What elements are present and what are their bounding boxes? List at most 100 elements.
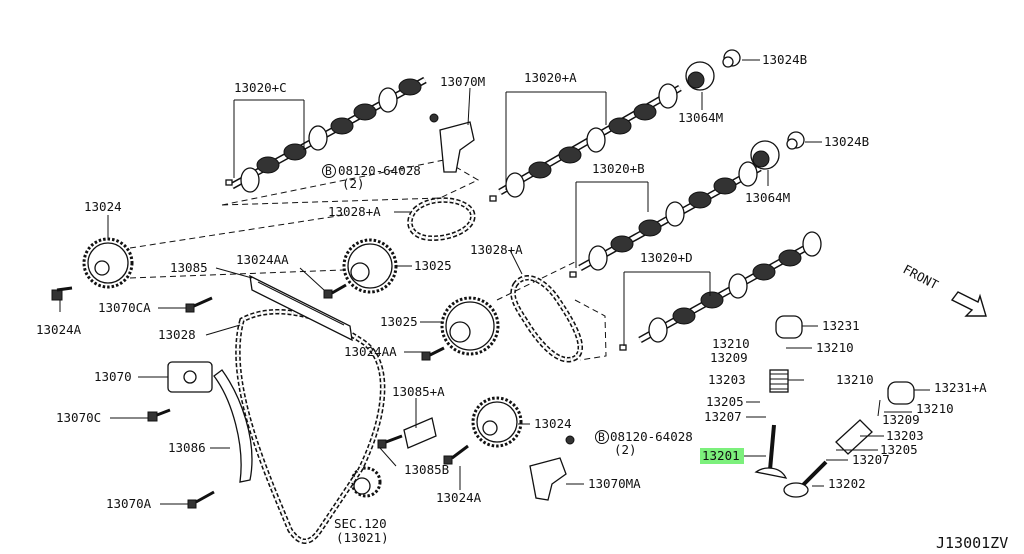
callout-13231[interactable]: 13231 <box>822 318 860 333</box>
camshaft-13020-d[interactable] <box>619 231 822 351</box>
exhaust-cam-seal-13024b-mid[interactable] <box>786 131 805 150</box>
callout-13085a[interactable]: 13085+A <box>392 384 445 399</box>
bolt-marker-icon <box>322 164 336 178</box>
callout-13203-right[interactable]: 13203 <box>886 428 924 443</box>
camshaft-dowel <box>225 179 233 186</box>
callout-13024aa-upper[interactable]: 13024AA <box>236 252 289 267</box>
callout-13203-left[interactable]: 13203 <box>708 372 746 387</box>
callout-13020-b[interactable]: 13020+B <box>592 161 645 176</box>
valve-lifter-13231a[interactable] <box>887 381 915 405</box>
callout-13025-upper[interactable]: 13025 <box>414 258 452 273</box>
valve-13201-intake[interactable] <box>754 424 788 479</box>
callout-13209-left[interactable]: 13209 <box>710 350 748 365</box>
callout-13207-left[interactable]: 13207 <box>704 409 742 424</box>
callout-13024aa-lower[interactable]: 13024AA <box>344 344 397 359</box>
chain-guide-13085[interactable] <box>249 274 353 342</box>
chain-tensioner-13070[interactable] <box>167 361 213 393</box>
valve-spring-13203-left[interactable] <box>769 369 789 393</box>
sprocket-13024-left[interactable] <box>82 237 134 289</box>
front-arrow-icon <box>950 291 987 317</box>
vtc-13025-lower[interactable] <box>440 296 500 356</box>
callout-13209-right[interactable]: 13209 <box>882 412 920 427</box>
camshaft-dowel <box>489 195 497 202</box>
callout-13070a[interactable]: 13070A <box>106 496 152 511</box>
callout-13020-a[interactable]: 13020+A <box>524 70 577 85</box>
vtc-solenoid-13064m-mid[interactable] <box>750 140 780 170</box>
bolt-13085b[interactable] <box>377 434 403 449</box>
callout-13024-lower[interactable]: 13024 <box>534 416 572 431</box>
callout-13024b-mid[interactable]: 13024B <box>824 134 869 149</box>
camshaft-13020-a[interactable] <box>489 83 682 202</box>
valve-13202-exhaust[interactable] <box>783 460 828 498</box>
callout-13020-c[interactable]: 13020+C <box>234 80 287 95</box>
camshaft-13020-c[interactable] <box>225 76 427 193</box>
camshaft-dowel <box>619 344 627 351</box>
callout-13210-right-b[interactable]: 13210 <box>916 401 954 416</box>
bolt-13070ca[interactable] <box>185 296 213 313</box>
callout-13064m-mid[interactable]: 13064M <box>745 190 790 205</box>
callout-13201[interactable]: 13201 <box>702 448 740 463</box>
callout-13020-d[interactable]: 13020+D <box>640 250 693 265</box>
secondary-chain-13028a-upper[interactable] <box>407 197 476 241</box>
callout-13210-right-a[interactable]: 13210 <box>836 372 874 387</box>
callout-13231a[interactable]: 13231+A <box>934 380 987 395</box>
bolt-marker-letter-top: B <box>325 164 332 178</box>
callout-bolt-08120-top-qty: (2) <box>342 176 365 191</box>
valve-spring-13203-right[interactable] <box>835 419 873 455</box>
callout-13024a-lower[interactable]: 13024A <box>436 490 482 505</box>
bolt-13024a-left[interactable] <box>51 286 73 301</box>
callout-13064m-top[interactable]: 13064M <box>678 110 723 125</box>
exhaust-cam-seal-13024b-top[interactable] <box>722 49 741 68</box>
callout-bolt-08120-bottom[interactable]: 08120-64028 <box>610 429 693 444</box>
chain-tensioner-13070ma[interactable] <box>529 435 575 501</box>
camshaft-dowel <box>569 271 577 278</box>
callout-13210-left-b[interactable]: 13210 <box>712 336 750 351</box>
slack-guide-13085a[interactable] <box>403 417 437 449</box>
callout-13205-right[interactable]: 13205 <box>880 442 918 457</box>
callout-13202[interactable]: 13202 <box>828 476 866 491</box>
callout-sec120[interactable]: SEC.120 <box>334 516 387 531</box>
sprocket-13024-lower[interactable] <box>471 396 523 448</box>
callout-bolt-08120-top[interactable]: 08120-64028 <box>338 163 421 178</box>
camshaft-13020-b[interactable] <box>569 161 762 278</box>
front-label: FRONT <box>901 261 942 292</box>
callout-13207-right[interactable]: 13207 <box>852 452 890 467</box>
callout-13085[interactable]: 13085 <box>170 260 208 275</box>
callout-13024b-top[interactable]: 13024B <box>762 52 807 67</box>
callout-bolt-08120-bottom-qty: (2) <box>614 442 637 457</box>
bolt-13070a[interactable] <box>187 490 215 509</box>
secondary-chain-13028a-lower[interactable] <box>510 275 583 363</box>
tension-guide-13086[interactable] <box>213 369 253 483</box>
callout-13070ca[interactable]: 13070CA <box>98 300 151 315</box>
chain-tensioner-13070m[interactable] <box>429 113 475 173</box>
valve-lifter-13231[interactable] <box>775 315 803 339</box>
bolt-13024a-lower[interactable] <box>443 444 469 465</box>
leader-lines <box>59 59 930 505</box>
vtc-solenoid-13064m-top[interactable] <box>685 61 715 91</box>
front-indicator: FRONT <box>901 261 987 317</box>
callout-13025-lower[interactable]: 13025 <box>380 314 418 329</box>
callout-13070[interactable]: 13070 <box>94 369 132 384</box>
callout-13205-left[interactable]: 13205 <box>706 394 744 409</box>
callout-13028[interactable]: 13028 <box>158 327 196 342</box>
callout-13070ma[interactable]: 13070MA <box>588 476 641 491</box>
bolt-13024aa-upper[interactable] <box>323 283 347 299</box>
callout-sec120-sub: (13021) <box>336 530 389 545</box>
vtc-13025-upper[interactable] <box>342 238 398 294</box>
callout-13070m[interactable]: 13070M <box>440 74 485 89</box>
callout-13210-left-a[interactable]: 13210 <box>816 340 854 355</box>
callout-13028a-upper[interactable]: 13028+A <box>328 204 381 219</box>
callout-13024a-left[interactable]: 13024A <box>36 322 82 337</box>
callout-13070c[interactable]: 13070C <box>56 410 101 425</box>
bolt-13024aa-lower[interactable] <box>421 346 445 361</box>
callout-13024-left[interactable]: 13024 <box>84 199 122 214</box>
callout-13028a-lower[interactable]: 13028+A <box>470 242 523 257</box>
bolt-13070c[interactable] <box>147 408 171 422</box>
bolt-marker-icon <box>595 430 609 444</box>
diagram-id: J13001ZV <box>936 534 1008 552</box>
part-callouts: 13020+C 13070M 13020+A 13024B 13064M 130… <box>36 52 1008 552</box>
callout-13085b[interactable]: 13085B <box>404 462 449 477</box>
callout-13086[interactable]: 13086 <box>168 440 206 455</box>
